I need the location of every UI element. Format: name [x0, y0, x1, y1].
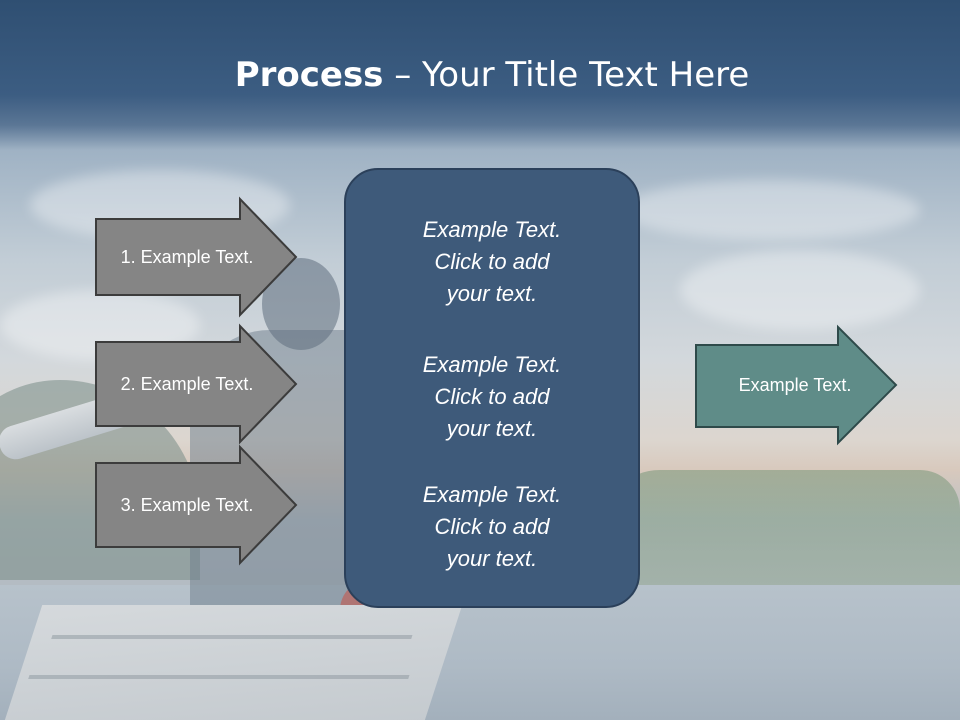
step-arrow-3[interactable]: 3. Example Text. — [95, 444, 298, 566]
cloud — [620, 180, 920, 240]
cloud — [680, 250, 920, 330]
treeline — [600, 470, 960, 590]
arrow-shape — [695, 324, 898, 446]
wooden-dock — [0, 605, 463, 720]
center-paragraph-2: Example Text. Click to add your text. — [346, 349, 638, 445]
paragraph-line: your text. — [446, 281, 538, 306]
arrow-shape — [95, 196, 298, 318]
paragraph-line: Example Text. — [422, 217, 562, 242]
paragraph-line: Click to add — [434, 514, 550, 539]
center-text-box[interactable]: Example Text. Click to add your text. Ex… — [344, 168, 640, 608]
paragraph-line: your text. — [446, 416, 538, 441]
paragraph-line: your text. — [446, 546, 538, 571]
title-rest-part: – Your Title Text Here — [383, 55, 750, 95]
title-band — [0, 0, 960, 150]
center-paragraph-1: Example Text. Click to add your text. — [346, 214, 638, 310]
paragraph-line: Click to add — [434, 249, 550, 274]
dock-plank — [28, 675, 410, 679]
arrow-shape — [95, 444, 298, 566]
paragraph-line: Example Text. — [422, 352, 562, 377]
result-label: Example Text. — [738, 374, 852, 395]
dock-plank — [51, 635, 413, 639]
result-arrow[interactable]: Example Text. — [695, 324, 898, 446]
step-label-1: 1. Example Text. — [120, 246, 254, 267]
paragraph-line: Click to add — [434, 384, 550, 409]
paragraph-line: Example Text. — [422, 482, 562, 507]
title-bold-part: Process — [234, 55, 384, 95]
step-label-2: 2. Example Text. — [120, 373, 254, 394]
step-arrow-1[interactable]: 1. Example Text. — [95, 196, 298, 318]
step-label-3: 3. Example Text. — [120, 494, 254, 515]
arrow-shape — [95, 323, 298, 445]
slide-title[interactable]: Process – Your Title Text Here — [0, 52, 960, 98]
center-paragraph-3: Example Text. Click to add your text. — [346, 479, 638, 575]
step-arrow-2[interactable]: 2. Example Text. — [95, 323, 298, 445]
